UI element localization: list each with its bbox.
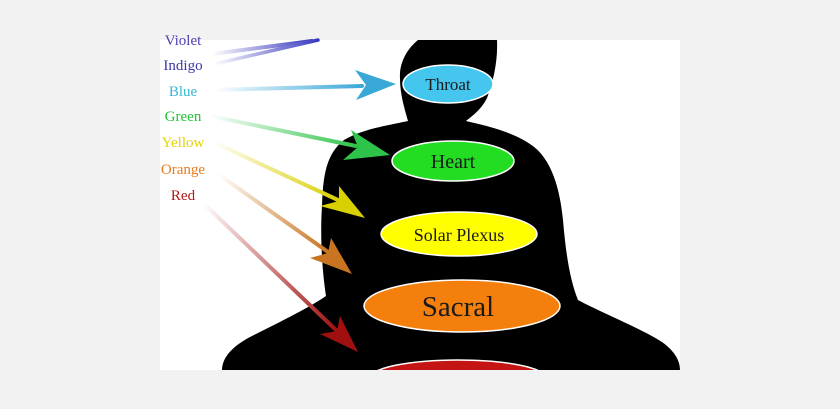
chakra-heart-label: Heart [431, 151, 476, 173]
arrow-violet [210, 39, 314, 56]
silhouette-group [222, 40, 680, 370]
arrow-red-head [320, 316, 358, 352]
arrow-blue-head [355, 70, 396, 100]
color-label-green: Green [165, 109, 202, 125]
arrow-green-shaft [208, 114, 358, 148]
color-label-violet: Violet [165, 33, 202, 49]
color-label-yellow: Yellow [162, 135, 205, 151]
arrow-yellow-shaft [211, 140, 340, 202]
color-label-blue: Blue [169, 84, 198, 100]
chakra-throat-ellipse [402, 64, 494, 104]
color-label-orange: Orange [161, 162, 205, 178]
arrow-group [201, 38, 396, 352]
chakra-sacral-label: Sacral [422, 291, 494, 323]
chakra-group: Throat Heart Solar Plexus Sacral [363, 64, 561, 370]
color-label-indigo: Indigo [163, 58, 202, 74]
color-label-red: Red [171, 188, 196, 204]
arrow-orange-shaft [216, 172, 330, 254]
chakra-heart-ellipse [391, 140, 515, 182]
meditating-silhouette [222, 40, 680, 370]
chakra-root-ellipse [377, 359, 539, 370]
top-cover [150, 0, 220, 35]
arrow-green-head [343, 130, 390, 160]
arrow-yellow-head [320, 186, 365, 218]
arrow-orange-head [310, 238, 352, 274]
color-list: Violet Indigo Blue Green Yellow Orange R… [161, 33, 205, 204]
chakra-solar-plexus-ellipse [380, 211, 538, 257]
chakra-solar-plexus-label: Solar Plexus [414, 225, 505, 245]
chakra-sacral-ellipse [363, 279, 561, 333]
arrow-indigo [212, 38, 320, 66]
chakra-throat-label: Throat [425, 75, 471, 94]
arrow-blue-shaft [212, 84, 364, 92]
arrow-red-shaft [201, 201, 338, 332]
